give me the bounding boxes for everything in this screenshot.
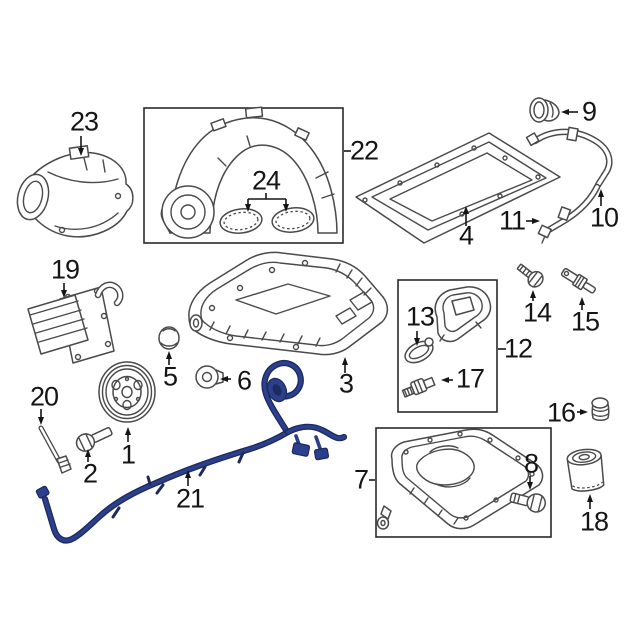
part-12-housing-art <box>434 286 492 343</box>
callout-label-1[interactable]: 1 <box>120 439 136 470</box>
callout-arrows <box>38 109 604 509</box>
callout-label-8[interactable]: 8 <box>523 448 539 479</box>
part-10-art <box>525 126 613 189</box>
part-6-art <box>195 365 224 389</box>
part-16-art <box>591 397 610 421</box>
group-box-12 <box>397 279 498 413</box>
group-box-22 <box>143 107 344 244</box>
part-11-art <box>537 183 601 244</box>
part-1-art <box>98 361 156 423</box>
part-22-art <box>160 106 338 239</box>
callout-label-19[interactable]: 19 <box>50 254 80 285</box>
part-5-art <box>158 326 180 350</box>
callout-label-5[interactable]: 5 <box>162 361 178 392</box>
part-2-art <box>75 427 113 452</box>
callout-label-12[interactable]: 12 <box>503 333 533 364</box>
callout-label-24[interactable]: 24 <box>251 165 281 196</box>
part-14-art <box>516 263 544 288</box>
callout-label-15[interactable]: 15 <box>570 306 600 337</box>
part-20-art <box>38 425 72 474</box>
part-7-art <box>376 428 544 530</box>
part-17-art <box>401 376 436 398</box>
part-18-art <box>566 448 605 492</box>
part-4-art <box>355 132 561 244</box>
callout-label-11[interactable]: 11 <box>498 205 526 236</box>
part-19-art <box>27 281 124 364</box>
callout-label-17[interactable]: 17 <box>455 363 485 394</box>
callout-label-14[interactable]: 14 <box>522 297 552 328</box>
part-9-art <box>529 97 560 123</box>
callout-label-23[interactable]: 23 <box>69 106 99 137</box>
callout-label-6[interactable]: 6 <box>236 365 252 396</box>
part-23-art <box>16 145 134 238</box>
part-3-art <box>188 251 389 356</box>
part-13-art <box>404 337 434 364</box>
part-21-art <box>35 359 348 544</box>
callout-label-13[interactable]: 13 <box>405 301 435 332</box>
callout-label-16[interactable]: 16 <box>546 397 576 428</box>
callout-label-3[interactable]: 3 <box>338 368 354 399</box>
callout-label-9[interactable]: 9 <box>581 96 597 127</box>
callout-label-22[interactable]: 22 <box>349 135 379 166</box>
part-15-art <box>560 268 597 294</box>
callout-label-18[interactable]: 18 <box>579 506 609 537</box>
callout-label-2[interactable]: 2 <box>82 458 98 489</box>
part-24-art <box>219 207 315 234</box>
callout-label-21[interactable]: 21 <box>175 483 205 514</box>
callout-label-10[interactable]: 10 <box>589 202 619 233</box>
callout-label-4[interactable]: 4 <box>458 220 474 251</box>
group-box-7 <box>375 427 552 538</box>
callout-label-20[interactable]: 20 <box>29 381 59 412</box>
callout-label-7[interactable]: 7 <box>353 464 369 495</box>
part-8-art <box>509 492 546 513</box>
